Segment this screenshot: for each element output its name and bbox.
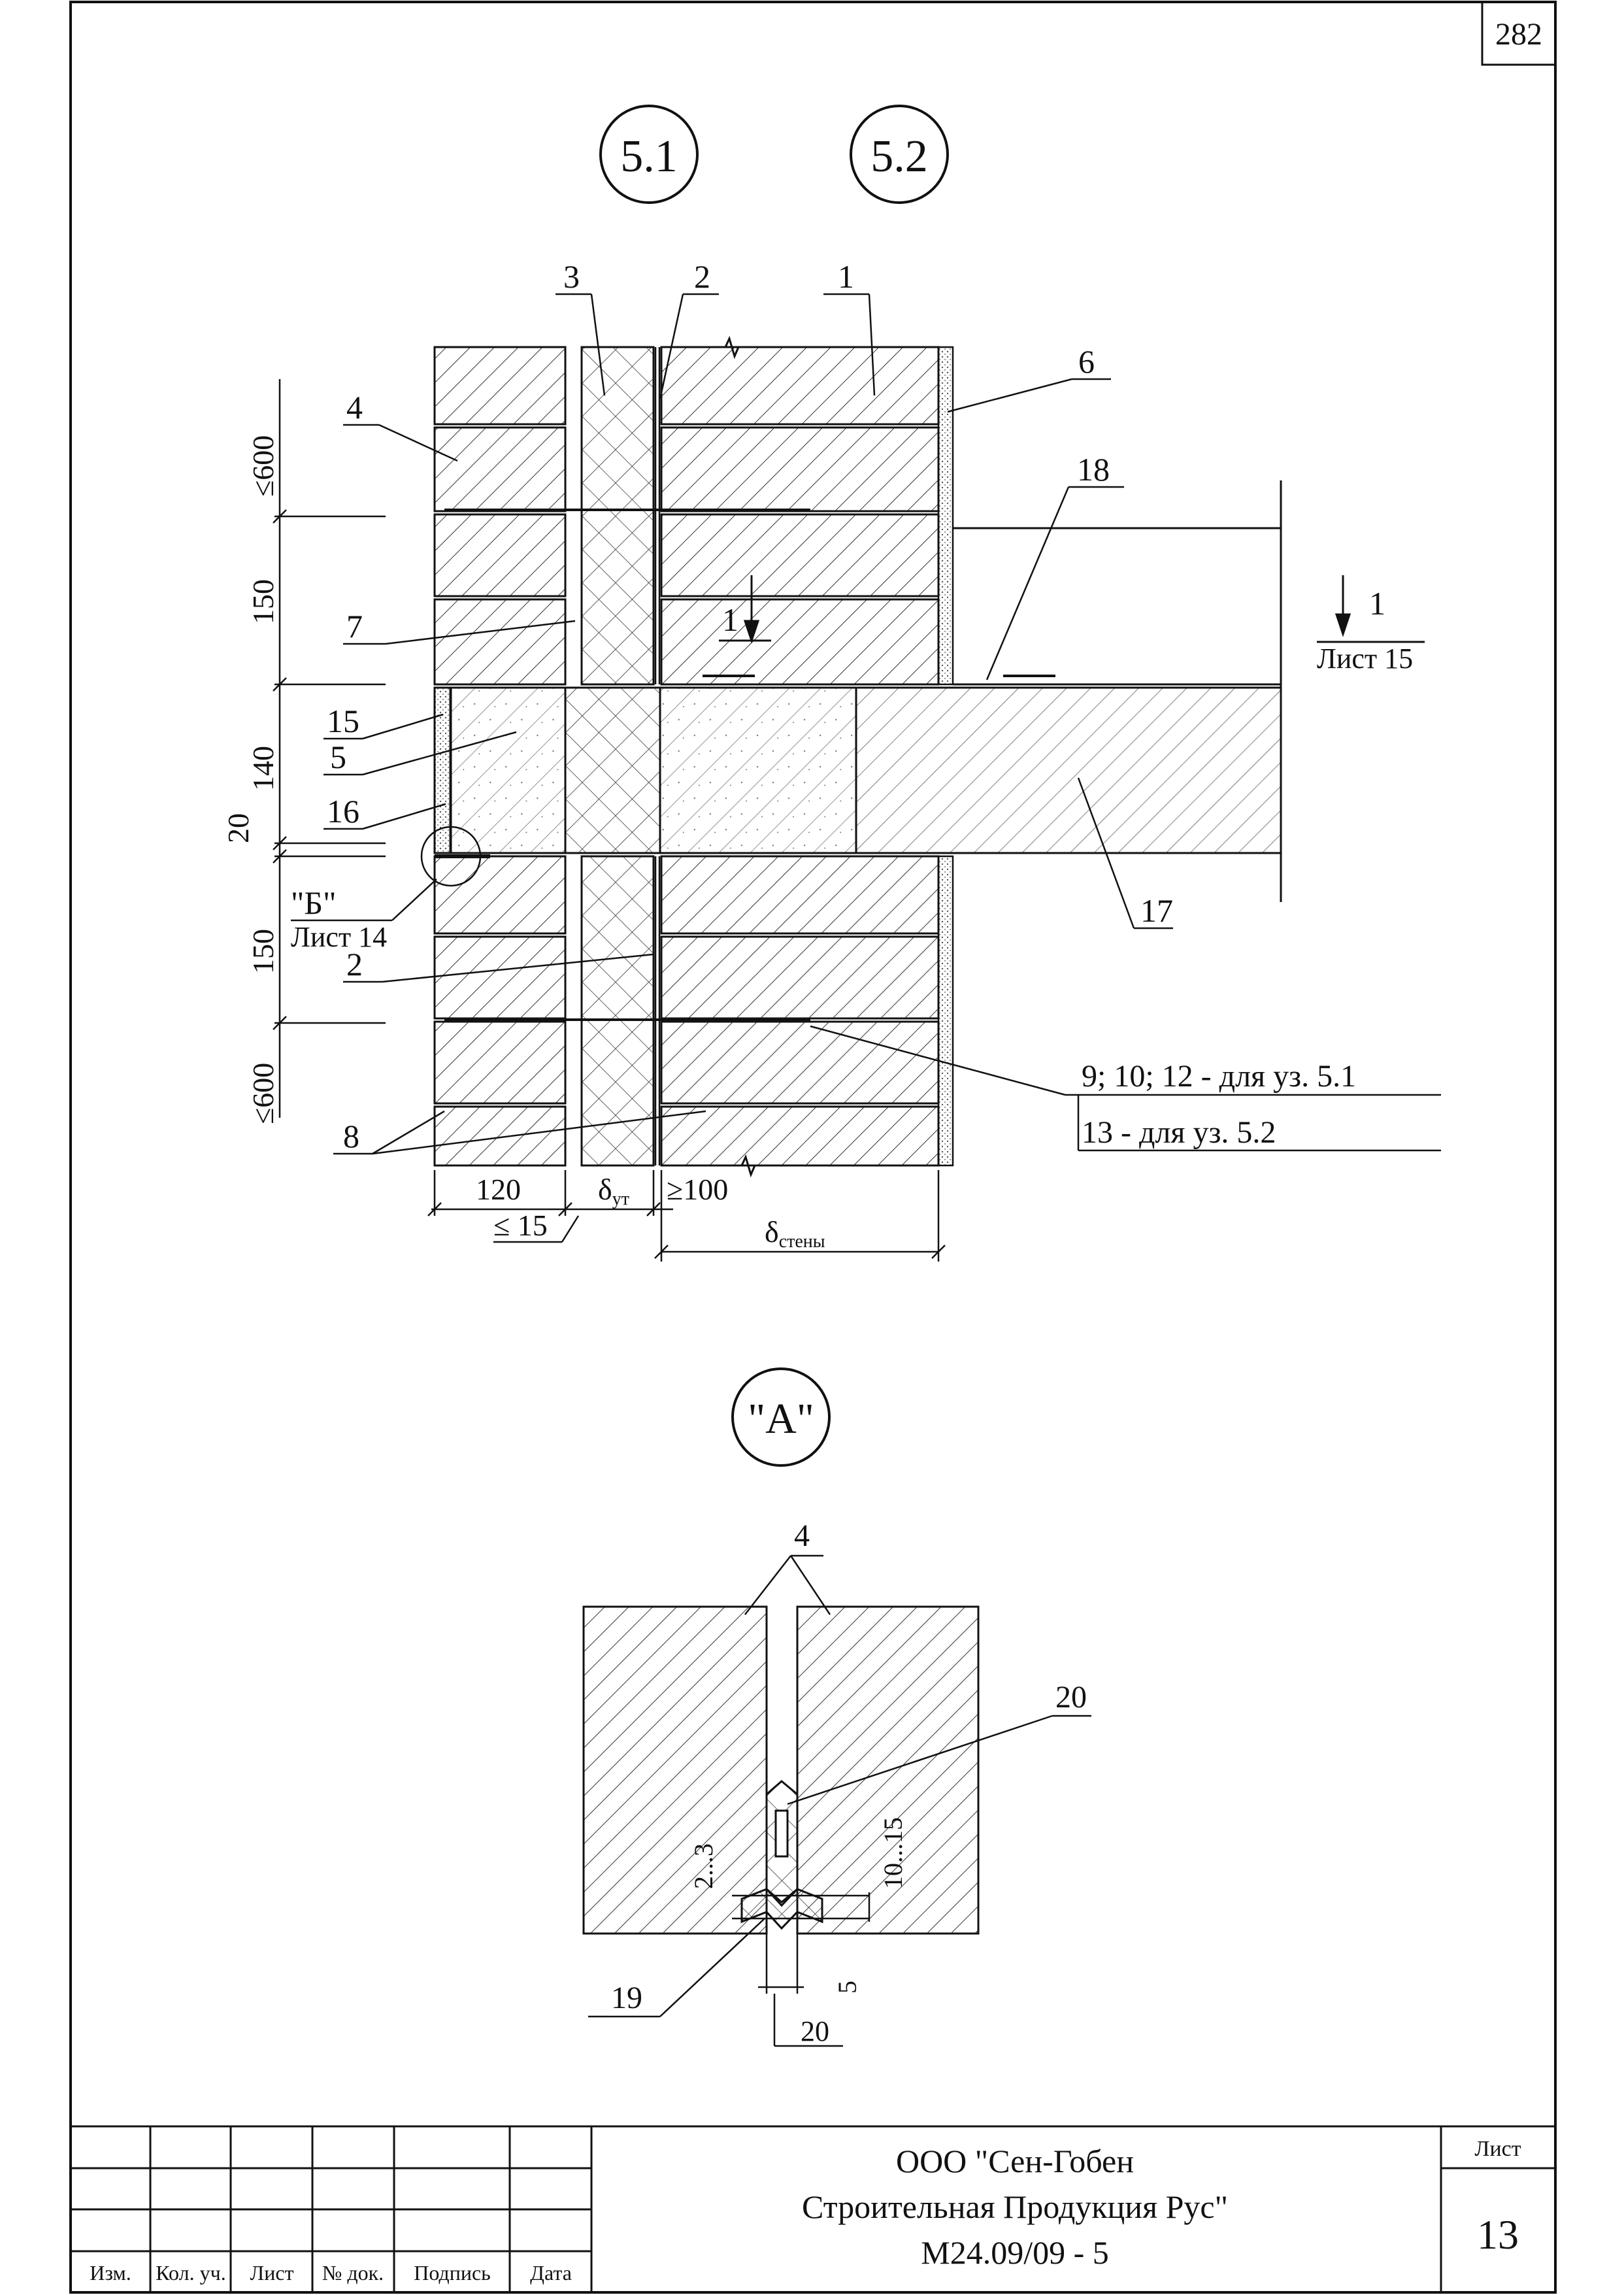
wall-section [420,335,1282,1178]
title-block-text: ООО "Сен-Гобен Строительная Продукция Ру… [802,2137,1521,2271]
detail-a-marker: "А" [731,1367,831,1467]
col-list: Лист [250,2261,293,2285]
detail-a-labels: 4 20 19 2...3 10...15 5 20 [611,1518,1087,2047]
sheet-corner-number: 282 [1495,17,1542,52]
callout-7: 7 [346,608,363,645]
node-marker-label: 5.2 [870,131,928,182]
callout-labels: 3 2 1 6 18 4 7 15 5 16 "Б" Лист 14 2 8 1… [291,258,1356,1154]
interior-slab-lines [953,480,1282,902]
floor-slab [433,686,1282,858]
company-line-2: Строительная Продукция Рус" [802,2188,1228,2225]
air-gap-lines [654,347,661,1165]
note-materials-5-1: 9; 10; 12 - для уз. 5.1 [1082,1059,1356,1094]
insulation-column [580,346,655,1167]
dim-140: 140 [246,746,280,791]
title-block [71,2125,1555,2292]
sheet-number: 13 [1477,2211,1519,2258]
vertical-dimension-chain [273,379,386,1118]
dim-le600-bottom: ≤600 [246,1063,280,1124]
detail-callout-4: 4 [794,1518,810,1553]
section-cut-mark-right [1317,575,1425,643]
dim-delta-ut: δут [598,1173,629,1209]
callout-6: 6 [1078,343,1095,380]
col-n-dok: № док. [322,2261,384,2285]
cut-label-left: 1 [722,601,738,638]
ref-b-sheet: Лист 14 [291,921,387,953]
detail-dim-2-3: 2...3 [689,1843,718,1889]
dim-le15: ≤ 15 [493,1209,548,1242]
col-izm: Изм. [90,2261,131,2285]
horizontal-dimension-chain [427,1170,946,1262]
title-block-headers: Изм. Кол. уч. Лист № док. Подпись Дата [90,2261,572,2285]
detail-dim-10-15: 10...15 [878,1817,908,1889]
col-podpis: Подпись [414,2261,491,2285]
callout-16: 16 [327,793,359,829]
detail-b-circle [420,826,482,887]
dim-120: 120 [476,1173,521,1206]
sheet-label: Лист [1474,2137,1521,2161]
detail-a-label: "А" [748,1395,814,1443]
dim-delta-wall: δстены [765,1215,825,1252]
col-data: Дата [530,2261,572,2285]
break-mark-top [716,335,748,360]
ref-b-label: "Б" [291,884,337,921]
detail-callout-20: 20 [1055,1680,1087,1715]
section-cut-mark-left [719,575,771,644]
cut-sheet-ref: Лист 15 [1317,643,1413,675]
callout-4: 4 [346,389,363,426]
company-line-1: ООО "Сен-Гобен [896,2143,1134,2179]
cut-label-right: 1 [1369,585,1385,622]
reinforcement-mesh [444,509,1055,1021]
leader-lines [291,293,1441,1155]
detail-dim-5: 5 [833,1981,862,1994]
detail-callout-19: 19 [611,1981,642,2015]
note-materials-5-2: 13 - для уз. 5.2 [1082,1115,1276,1150]
callout-3: 3 [563,258,580,295]
plaster-layer [937,346,954,1167]
callout-5: 5 [330,739,346,775]
facing-brick-column [433,346,567,1167]
vertical-dimension-labels: ≤600 150 140 20 150 ≤600 [222,435,280,1124]
callout-1: 1 [838,258,854,295]
detail-dim-20: 20 [801,2015,829,2047]
node-marker-5-2: 5.2 [850,105,949,204]
callout-8: 8 [343,1118,359,1154]
sheet-frame [69,1,1557,2294]
callout-17: 17 [1140,892,1173,929]
node-marker-label: 5.1 [620,131,678,182]
callout-2: 2 [694,258,710,295]
detail-a-drawing [582,1605,980,1935]
callout-2-lower: 2 [346,946,363,982]
callout-18: 18 [1077,451,1110,488]
dim-le600-top: ≤600 [246,435,280,497]
dim-20: 20 [222,813,255,843]
dim-ge100: ≥100 [667,1173,728,1206]
callout-15: 15 [327,703,359,739]
doc-code: М24.09/09 - 5 [921,2234,1109,2271]
node-marker-5-1: 5.1 [599,105,699,204]
dim-150-top: 150 [246,579,280,624]
dim-150-bottom: 150 [246,929,280,974]
break-mark-bottom [732,1154,765,1178]
col-kol-uch: Кол. уч. [156,2261,225,2285]
gasket-wedge [740,1888,823,1930]
horizontal-dimension-labels: 120 δут ≥100 ≤ 15 δстены [476,1173,825,1252]
detail-a-leaders [588,1554,1091,2047]
